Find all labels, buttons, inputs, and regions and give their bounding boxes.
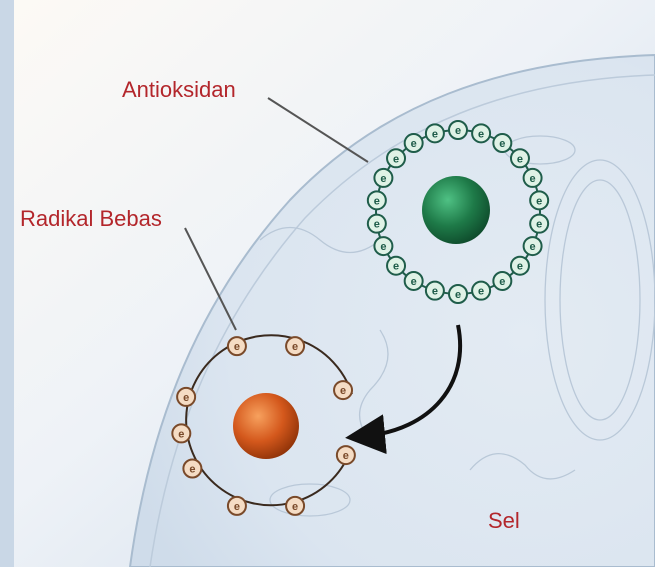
free-radical-electron-symbol: e (189, 464, 195, 476)
antioxidant-electron: e (493, 272, 511, 290)
left-edge-strip (0, 0, 14, 567)
free-radical-electron-symbol: e (234, 501, 240, 513)
free-radical-electron: e (337, 446, 355, 464)
antioxidant-electron-symbol: e (478, 286, 484, 298)
antioxidant-electron: e (472, 282, 490, 300)
antioxidant-electron: e (511, 257, 529, 275)
antioxidant-electron: e (387, 149, 405, 167)
free-radical-electron-symbol: e (292, 341, 298, 353)
antioxidant-electron-symbol: e (499, 138, 505, 150)
antioxidant-electron-symbol: e (536, 219, 542, 231)
antioxidant-electron: e (511, 149, 529, 167)
free-radical-electron-symbol: e (340, 385, 346, 397)
antioxidant-electron-symbol: e (499, 276, 505, 288)
antioxidant-electron-symbol: e (478, 128, 484, 140)
antioxidant-electron: e (493, 134, 511, 152)
antioxidant-electron-symbol: e (517, 261, 523, 273)
antioxidant-electron: e (368, 191, 386, 209)
antioxidant-electron: e (405, 272, 423, 290)
antioxidant-electron-symbol: e (432, 286, 438, 298)
antioxidant-electron-symbol: e (530, 241, 536, 253)
free-radical-nucleus (233, 393, 299, 459)
antioxidant-electron-symbol: e (455, 125, 461, 137)
antioxidant-electron-symbol: e (536, 195, 542, 207)
antioxidant-electron-symbol: e (517, 153, 523, 165)
free-radical-electron-symbol: e (234, 341, 240, 353)
antioxidant-electron: e (368, 215, 386, 233)
free-radical-electron: e (334, 381, 352, 399)
antioxidant-electron-symbol: e (411, 276, 417, 288)
free-radical-electron: e (177, 388, 195, 406)
antioxidant-electron: e (472, 124, 490, 142)
antioxidant-electron: e (374, 169, 392, 187)
free-radical-electron: e (286, 337, 304, 355)
free-radical-electron: e (228, 337, 246, 355)
antioxidant-electron-symbol: e (380, 173, 386, 185)
free-radical-electron-symbol: e (343, 450, 349, 462)
antioxidant-electron-symbol: e (393, 261, 399, 273)
antioxidant-electron-symbol: e (432, 128, 438, 140)
antioxidant-electron: e (405, 134, 423, 152)
antioxidant-electron: e (524, 169, 542, 187)
free-radical-electron: e (183, 460, 201, 478)
antioxidant-electron: e (449, 285, 467, 303)
antioxidant-electron-symbol: e (374, 195, 380, 207)
antioxidant-electron-symbol: e (393, 153, 399, 165)
antioxidant-nucleus (422, 176, 490, 244)
free-radical-electron: e (228, 497, 246, 515)
antioxidant-electron: e (426, 282, 444, 300)
antioxidant-electron: e (530, 191, 548, 209)
free-radical-electron: e (286, 497, 304, 515)
antioxidant-electron: e (449, 121, 467, 139)
free-radical-electron: e (172, 424, 190, 442)
antioxidant-electron-symbol: e (411, 138, 417, 150)
antioxidant-electron: e (530, 215, 548, 233)
antioxidant-electron-symbol: e (530, 173, 536, 185)
cell-label: Sel (488, 508, 520, 533)
antioxidant-label: Antioksidan (122, 77, 236, 102)
antioxidant-electron: e (374, 237, 392, 255)
free-radical-label: Radikal Bebas (20, 206, 162, 231)
antioxidant-electron-symbol: e (455, 289, 461, 301)
antioxidant-electron: e (387, 257, 405, 275)
free-radical-electron-symbol: e (292, 501, 298, 513)
free-radical-electron-symbol: e (178, 428, 184, 440)
antioxidant-electron-symbol: e (374, 219, 380, 231)
antioxidant-electron: e (426, 124, 444, 142)
free-radical-electron-symbol: e (183, 392, 189, 404)
antioxidant-electron: e (524, 237, 542, 255)
antioxidant-electron-symbol: e (380, 241, 386, 253)
